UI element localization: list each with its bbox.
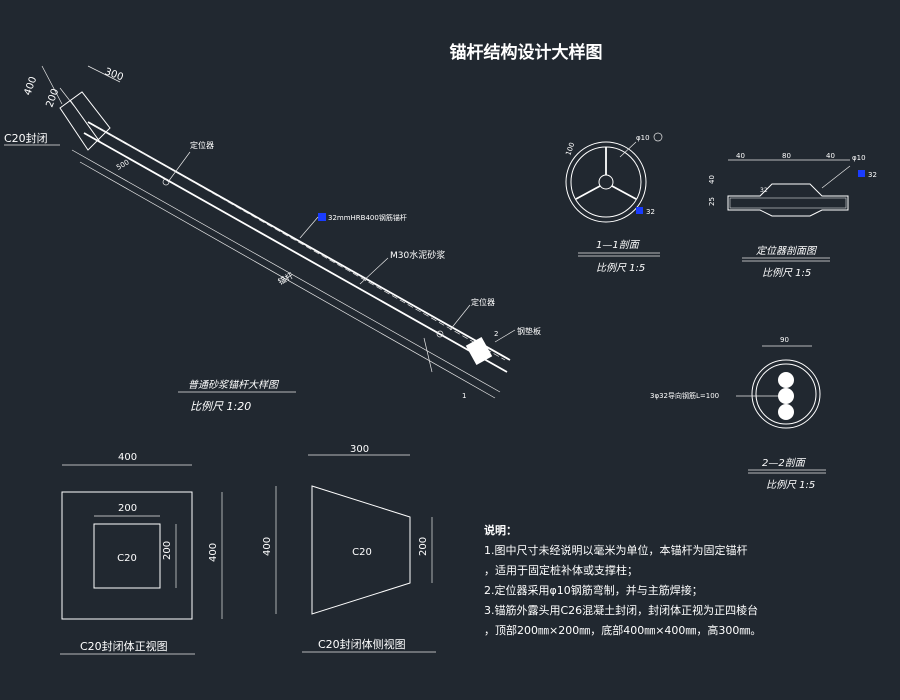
c20-seal-label: C20封闭 xyxy=(4,131,48,145)
front-inner-square xyxy=(93,523,161,589)
notes-line-3: 2.定位器采用φ10钢筋弯制，并与主筋焊接； xyxy=(484,583,703,597)
section22-dim: 90 xyxy=(780,336,789,344)
dim-line-lower xyxy=(71,149,501,393)
rebar-leader xyxy=(299,216,319,239)
notes-line-5: ，顶部200㎜×200㎜，底部400㎜×400㎜，高300㎜。 xyxy=(484,623,761,637)
section11-caption: 1—1剖面 xyxy=(596,239,641,251)
seal-side-view: 300 C20 400 200 C20封闭体侧视图 xyxy=(262,444,436,653)
locator-bottom-leader xyxy=(449,304,471,331)
steel-pad xyxy=(465,337,493,365)
section22-caption: 2—2剖面 xyxy=(762,457,807,469)
locator-d1: 40 xyxy=(736,152,745,160)
locator-d2: 80 xyxy=(782,152,791,160)
section-2-2: 90 3φ32导向钢筋L=100 2—2剖面 比例尺 1:5 xyxy=(650,336,826,491)
locator-phi10: φ10 xyxy=(852,154,866,162)
section11-scale: 比例尺 1:5 xyxy=(596,262,645,274)
locator-inner xyxy=(729,197,847,209)
locator-bottom-mark xyxy=(436,330,444,338)
anchor-main-view: 400 200 300 C20封闭 定位器 32mmHRB400钢筋锚杆 M30… xyxy=(4,65,541,413)
dim-300-text: 300 xyxy=(103,66,125,83)
steel-pad-leader xyxy=(494,329,516,343)
side-right: 200 xyxy=(418,537,429,556)
locator-section: 40 80 40 φ10 32 40 25 32 定位器剖面图 比例尺 1:5 xyxy=(708,152,877,279)
section22-inner xyxy=(755,363,817,425)
bundle-bar-1 xyxy=(778,372,794,388)
locator-h2: 25 xyxy=(708,197,716,206)
front-inner-w: 200 xyxy=(118,503,137,514)
seal-inner xyxy=(69,99,101,143)
rebar-dashed xyxy=(94,125,506,361)
dim-400-line xyxy=(41,65,63,105)
section11-phi32: 32 xyxy=(646,208,655,216)
side-top: 300 xyxy=(350,444,369,455)
seal-front-view: 400 200 C20 200 400 C20封闭体正视图 xyxy=(60,452,223,655)
notes-line-4: 3.锚筋外露头用C26混凝土封闭，封闭体正视为正四棱台 xyxy=(484,603,758,617)
side-trapezoid xyxy=(311,485,411,615)
section11-phi10: φ10 xyxy=(636,134,650,142)
dim-400-text: 400 xyxy=(22,75,39,97)
steel-pad-label: 钢垫板 xyxy=(517,326,541,336)
section11-phi32-marker xyxy=(636,207,643,214)
locator-d3: 40 xyxy=(826,152,835,160)
small-dim-label: 500 xyxy=(115,158,131,171)
front-outer-square xyxy=(61,491,193,620)
front-caption: C20封闭体正视图 xyxy=(80,639,168,653)
side-caption: C20封闭体侧视图 xyxy=(318,637,406,651)
locator-inner-dim: 32 xyxy=(760,187,768,194)
dim-200-line xyxy=(59,87,75,107)
front-outer-w: 400 xyxy=(118,452,137,463)
locator-top-label: 定位器 xyxy=(190,140,214,150)
locator-scale: 比例尺 1:5 xyxy=(762,267,811,279)
main-caption: 普通砂浆锚杆大样图 xyxy=(188,379,280,391)
locator-phi10-leader xyxy=(821,165,851,189)
dim-line-lower2 xyxy=(79,161,496,399)
locator-profile xyxy=(727,183,849,217)
locator-caption: 定位器剖面图 xyxy=(756,245,818,257)
bundle-bar-2 xyxy=(778,388,794,404)
locator-top-mark xyxy=(162,178,170,186)
notes-line-1: 1.图中尺寸未经说明以毫米为单位，本锚杆为固定锚杆 xyxy=(484,543,748,557)
seal-block xyxy=(59,91,111,151)
section-mark-1: 1 xyxy=(462,392,466,400)
section22-scale: 比例尺 1:5 xyxy=(766,479,815,491)
section11-phi10-leader xyxy=(619,141,637,158)
section-1-1: φ10 32 100 1—1剖面 比例尺 1:5 xyxy=(564,132,663,274)
locator-bottom-label: 定位器 xyxy=(471,297,495,307)
front-outer-h: 400 xyxy=(208,543,219,562)
front-center-label: C20 xyxy=(117,553,137,564)
notes-heading: 说明： xyxy=(484,523,517,537)
front-inner-h: 200 xyxy=(162,541,173,560)
grout-leader xyxy=(359,257,389,285)
locator-phi32-marker xyxy=(858,170,865,177)
section-rebar-circle xyxy=(598,174,614,190)
bundle-label: 3φ32导向钢筋L=100 xyxy=(650,391,719,400)
rebar-marker xyxy=(318,213,326,221)
drawing-title: 锚杆结构设计大样图 xyxy=(450,42,603,63)
section-cut-line xyxy=(423,337,433,373)
rod-top-line xyxy=(87,121,511,361)
section-mark-2: 2 xyxy=(494,330,498,338)
locator-phi32: 32 xyxy=(868,171,877,179)
bundle-bar-3 xyxy=(778,404,794,420)
side-left: 400 xyxy=(262,537,273,556)
anchor-label: 锚杆 xyxy=(276,270,295,287)
rod-bottom-line xyxy=(83,132,508,373)
dim-300-line xyxy=(87,65,121,83)
section11-phi10-mark xyxy=(653,132,663,142)
notes-block: 说明： 1.图中尺寸未经说明以毫米为单位，本锚杆为固定锚杆 ，适用于固定桩补体或… xyxy=(484,523,761,637)
section22-outer xyxy=(751,359,821,429)
grout-label: M30水泥砂浆 xyxy=(390,249,445,261)
section11-dim: 100 xyxy=(564,141,576,156)
rebar-label: 32mmHRB400钢筋锚杆 xyxy=(328,213,407,222)
section-outer-circle xyxy=(565,141,647,223)
notes-line-2: ，适用于固定桩补体或支撑柱； xyxy=(484,563,638,577)
locator-top-leader xyxy=(167,151,191,183)
locator-arm-right xyxy=(611,185,637,200)
main-scale: 比例尺 1:20 xyxy=(190,400,251,413)
locator-h1: 40 xyxy=(708,175,716,184)
side-center-label: C20 xyxy=(352,547,372,558)
locator-arm-left xyxy=(575,185,601,200)
